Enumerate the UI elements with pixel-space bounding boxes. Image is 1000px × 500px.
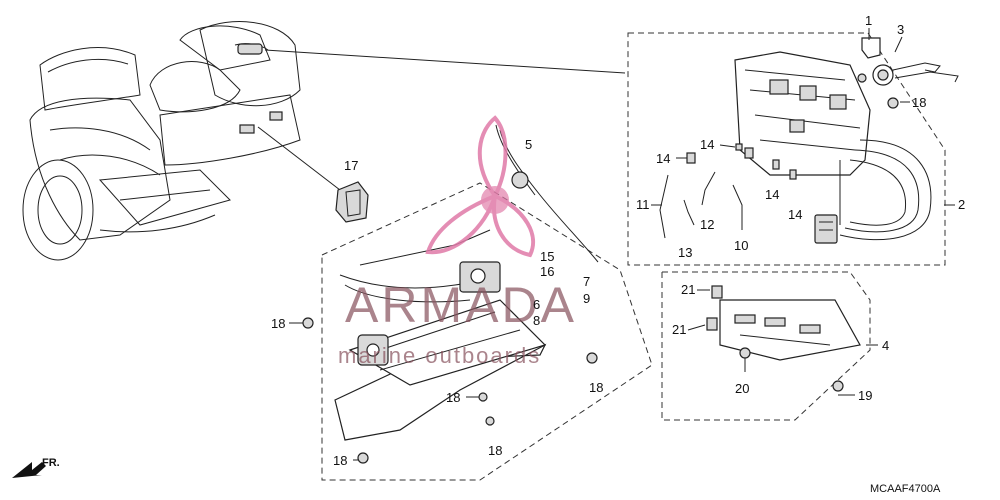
part-18-bolt xyxy=(887,97,899,109)
callout-label: 19 xyxy=(858,388,872,403)
part-14-clips xyxy=(686,143,797,180)
callout-label: 18 xyxy=(271,316,285,331)
callout-label: 9 xyxy=(583,291,590,306)
callout-leaders xyxy=(289,28,955,461)
part-code: MCAAF4700A xyxy=(870,483,941,495)
direction-label: FR. xyxy=(42,457,60,469)
callout-label: 8 xyxy=(533,313,540,328)
callout-label: 1 xyxy=(865,13,872,28)
part-3-key-switch xyxy=(857,62,959,86)
callout-label: 18 xyxy=(589,380,603,395)
bracket-assembly-box xyxy=(661,271,871,421)
callout-label: 5 xyxy=(525,137,532,152)
callout-label: 14 xyxy=(788,207,802,222)
watermark: ARMADA marine outboards xyxy=(338,115,577,368)
callout-label: 14 xyxy=(765,187,779,202)
callout-label: 6 xyxy=(533,297,540,312)
part-2-wire-harness xyxy=(734,51,932,244)
front-direction-indicator: FR. xyxy=(12,457,60,478)
callout-label: 18 xyxy=(912,95,926,110)
watermark-logo xyxy=(425,115,536,258)
callout-label: 18 xyxy=(446,390,460,405)
control-rods xyxy=(659,171,743,239)
callout-label: 18 xyxy=(488,443,502,458)
part-4-bracket xyxy=(706,285,861,392)
callout-label: 11 xyxy=(636,197,650,212)
callout-label: 15 xyxy=(540,249,554,264)
callout-label: 13 xyxy=(678,245,692,260)
watermark-brand: ARMADA xyxy=(345,277,577,333)
callout-label: 14 xyxy=(700,137,714,152)
callout-label: 18 xyxy=(333,453,347,468)
leader-line xyxy=(264,49,626,74)
callout-labels: 1 3 18 14 14 14 14 2 11 12 13 10 17 5 15… xyxy=(271,13,965,468)
callout-label: 14 xyxy=(656,151,670,166)
watermark-tagline: marine outboards xyxy=(338,343,541,368)
callout-label: 7 xyxy=(583,274,590,289)
harness-assembly-box xyxy=(627,32,946,266)
latch-assembly-box xyxy=(321,182,653,481)
callout-label: 21 xyxy=(672,322,686,337)
part-17-clip xyxy=(335,181,369,223)
part-1-clip xyxy=(861,37,881,59)
callout-label: 2 xyxy=(958,197,965,212)
callout-label: 20 xyxy=(735,381,749,396)
motorcycle-illustration xyxy=(22,21,301,261)
callout-label: 3 xyxy=(897,22,904,37)
callout-label: 12 xyxy=(700,217,714,232)
callout-label: 16 xyxy=(540,264,554,279)
callout-label: 21 xyxy=(681,282,695,297)
latch-assembly xyxy=(302,124,599,464)
callout-label: 4 xyxy=(882,338,889,353)
leader-line xyxy=(257,126,341,191)
callout-label: 17 xyxy=(344,158,358,173)
callout-label: 10 xyxy=(734,238,748,253)
